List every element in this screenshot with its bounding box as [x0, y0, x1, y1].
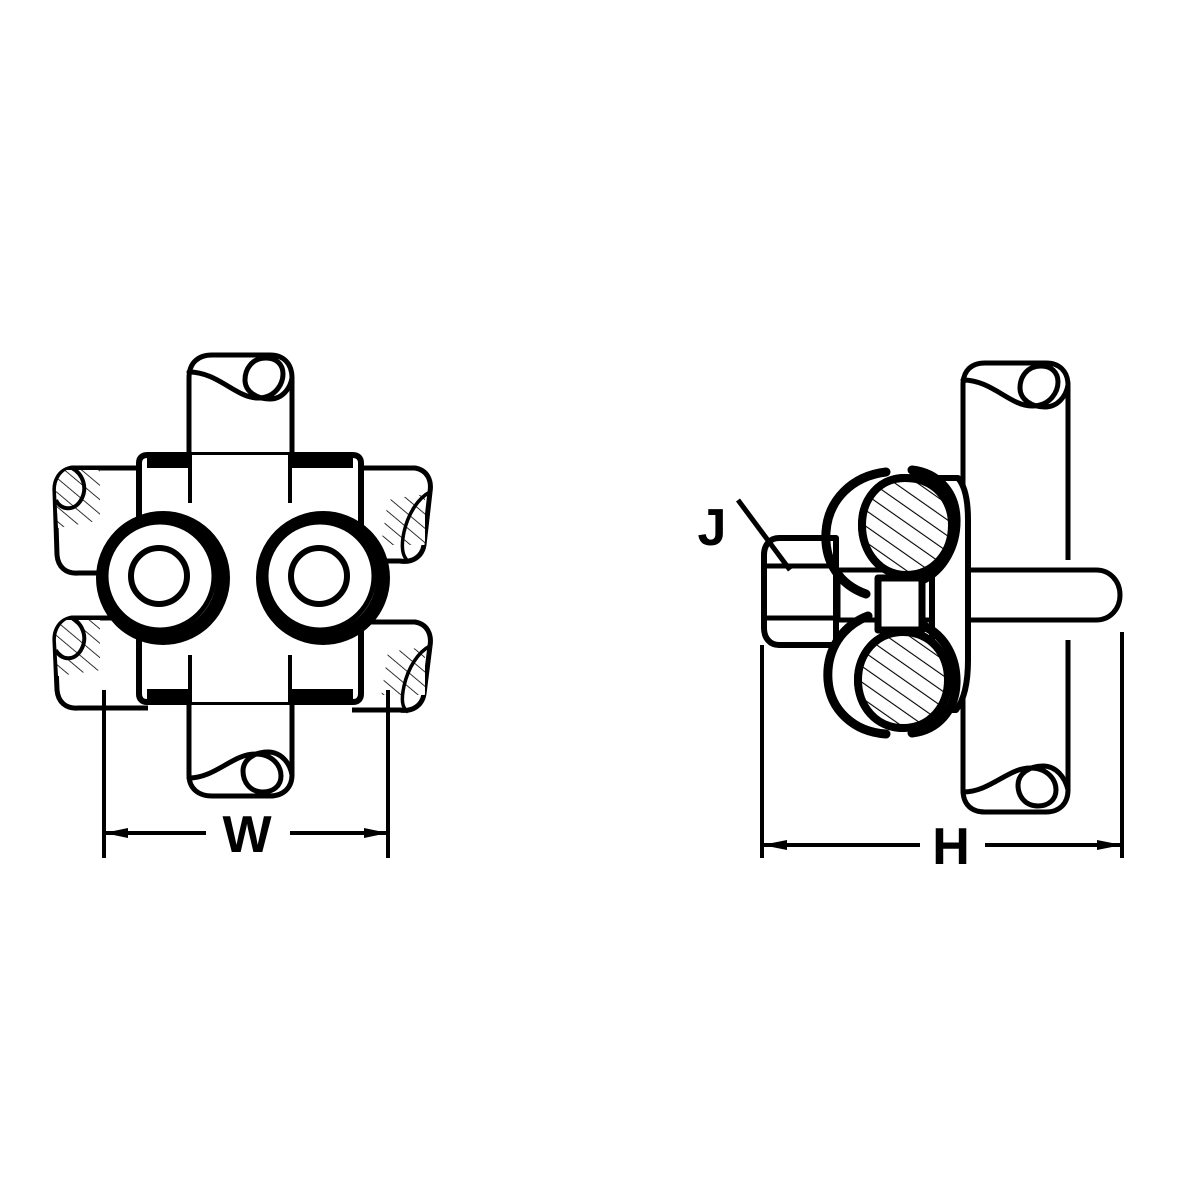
arrowhead-h-left [762, 840, 787, 850]
arrowhead-w-right [364, 828, 388, 838]
jaw-upper-outer-left [821, 467, 891, 599]
jaw-upper-outer-right [907, 465, 961, 585]
jaw-lower-outer-right [907, 621, 961, 738]
clamp-waist [874, 574, 926, 634]
side-view: J H [698, 360, 1124, 876]
rope-section-upper [857, 473, 957, 580]
rope-side-bottom [960, 640, 1071, 815]
bolt-head-right [256, 511, 390, 645]
rope-vertical-bottom [186, 700, 295, 799]
rope-horizontal-lower-right [352, 619, 433, 714]
callout-j: J [698, 498, 793, 572]
leader-line-j [735, 498, 793, 572]
dimension-w: W [102, 690, 390, 864]
bolt-head-left [96, 511, 230, 645]
jaw-lower-outer-left [823, 611, 891, 739]
dimension-label-w: W [222, 806, 272, 864]
arrowhead-h-right [1097, 840, 1122, 850]
rope-horizontal-lower-left [52, 615, 148, 711]
rope-section-lower [853, 627, 953, 733]
callout-label-j: J [698, 499, 727, 557]
rope-vertical-top [186, 352, 295, 465]
dimension-h: H [760, 632, 1124, 876]
dimension-label-h: H [932, 818, 970, 876]
front-view: W [52, 352, 433, 864]
arrowhead-w-left [104, 828, 128, 838]
rope-side-top [960, 360, 1071, 560]
